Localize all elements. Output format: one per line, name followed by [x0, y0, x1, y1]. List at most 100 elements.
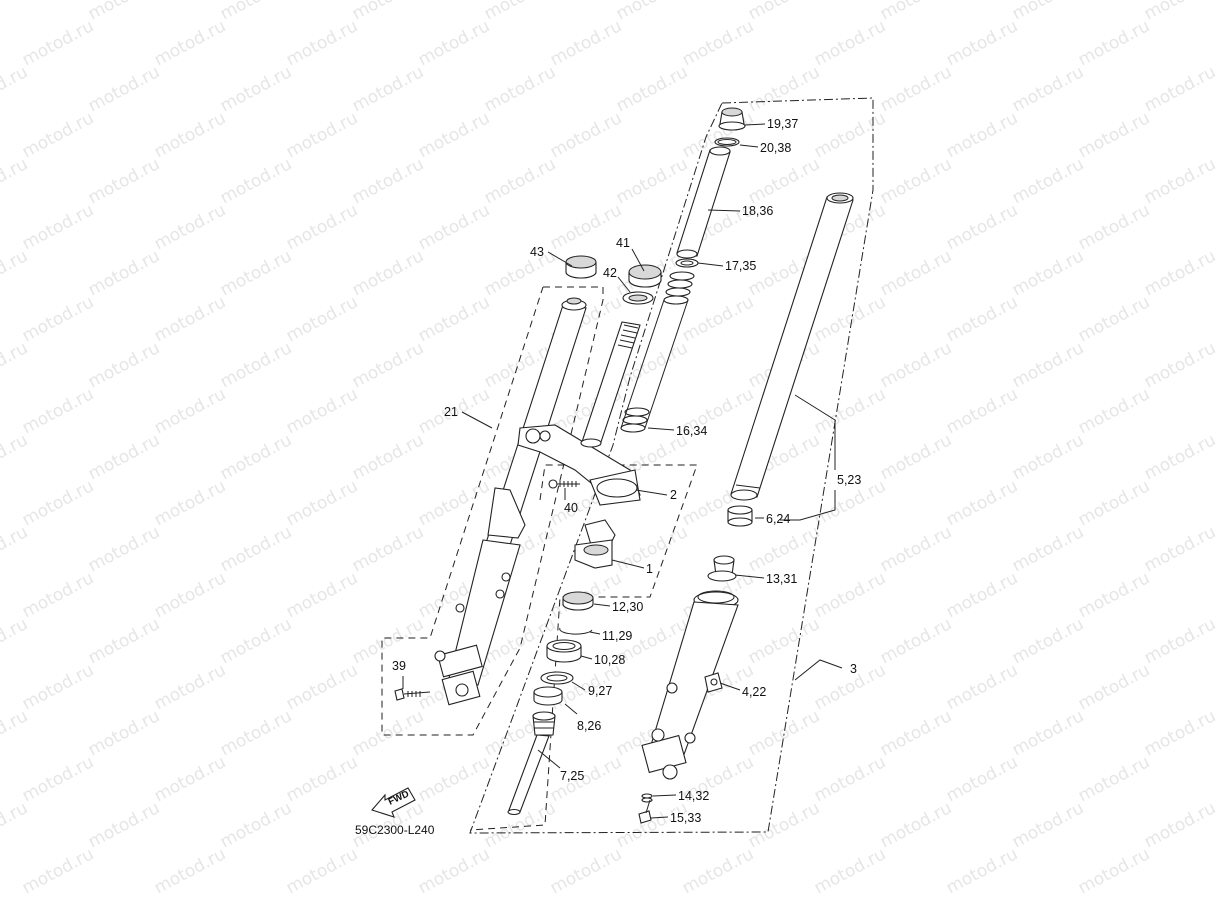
- label-4-22: 4,22: [742, 685, 766, 699]
- label-6-24: 6,24: [766, 512, 790, 526]
- watermark-text: motod.ru: [151, 108, 229, 162]
- watermark-text: motod.ru: [1009, 62, 1087, 116]
- watermark-text: motod.ru: [943, 752, 1021, 806]
- watermark-text: motod.ru: [1141, 246, 1217, 300]
- label-11-29: 11,29: [602, 629, 632, 643]
- watermark-text: motod.ru: [1075, 568, 1153, 622]
- watermark-text: motod.ru: [811, 108, 889, 162]
- watermark-text: motod.ru: [349, 154, 427, 208]
- watermark-text: motod.ru: [1141, 522, 1217, 576]
- watermark-text: motod.ru: [19, 752, 97, 806]
- watermark-text: motod.ru: [349, 338, 427, 392]
- watermark-text: motod.ru: [877, 798, 955, 852]
- watermark-text: motod.ru: [283, 844, 361, 898]
- watermark-text: motod.ru: [877, 154, 955, 208]
- watermark-text: motod.ru: [283, 292, 361, 346]
- bolt-39: [394, 688, 431, 701]
- label-7-25: 7,25: [560, 769, 584, 783]
- watermark-text: motod.ru: [283, 476, 361, 530]
- label-12-30: 12,30: [612, 600, 643, 614]
- oil-seal-10-28: [546, 639, 582, 663]
- watermark-text: motod.ru: [151, 844, 229, 898]
- watermark-text: motod.ru: [1009, 246, 1087, 300]
- bolt-40: [548, 479, 580, 489]
- watermark-text: motod.ru: [547, 108, 625, 162]
- watermark-text: motod.ru: [0, 614, 31, 668]
- watermark-text: motod.ru: [85, 798, 163, 852]
- watermark-text: motod.ru: [283, 568, 361, 622]
- watermark-text: motod.ru: [19, 660, 97, 714]
- watermark-text: motod.ru: [349, 0, 427, 24]
- watermark-text: motod.ru: [0, 338, 31, 392]
- watermark-text: motod.ru: [217, 706, 295, 760]
- watermark-text: motod.ru: [943, 292, 1021, 346]
- watermark-text: motod.ru: [151, 16, 229, 70]
- watermark-text: motod.ru: [151, 660, 229, 714]
- dust-seal-12-30: [562, 591, 594, 611]
- watermark-text: motod.ru: [349, 706, 427, 760]
- watermark-text: motod.ru: [943, 844, 1021, 898]
- watermark-text: motod.ru: [613, 62, 691, 116]
- damper-rod-7-25: [507, 711, 556, 816]
- watermark-text: motod.ru: [151, 200, 229, 254]
- watermark-text: motod.ru: [811, 844, 889, 898]
- watermark-text: motod.ru: [811, 292, 889, 346]
- watermark-text: motod.ru: [877, 614, 955, 668]
- label-8-26: 8,26: [577, 719, 601, 733]
- watermark-text: motod.ru: [415, 476, 493, 530]
- watermark-text: motod.ru: [85, 430, 163, 484]
- group-3-frame: [469, 97, 874, 834]
- watermark-text: motod.ru: [745, 0, 823, 24]
- watermark-text: motod.ru: [0, 62, 31, 116]
- watermark-text: motod.ru: [877, 706, 955, 760]
- watermark-text: motod.ru: [679, 844, 757, 898]
- watermark-text: motod.ru: [877, 522, 955, 576]
- watermark-text: motod.ru: [547, 752, 625, 806]
- watermark-text: motod.ru: [1075, 476, 1153, 530]
- watermark-text: motod.ru: [877, 430, 955, 484]
- watermark-text: motod.ru: [1141, 154, 1217, 208]
- label-39: 39: [392, 659, 406, 673]
- watermark-text: motod.ru: [19, 844, 97, 898]
- bracket-2: [517, 424, 641, 506]
- o-ring-20-38: [714, 137, 740, 147]
- watermark-text: motod.ru: [745, 706, 823, 760]
- watermark-text: motod.ru: [349, 246, 427, 300]
- watermark-text: motod.ru: [877, 338, 955, 392]
- watermark-text: motod.ru: [415, 292, 493, 346]
- watermark-text: motod.ru: [217, 430, 295, 484]
- inner-tube-5-23: [730, 192, 854, 501]
- label-17-35: 17,35: [725, 259, 756, 273]
- watermark-text: motod.ru: [85, 706, 163, 760]
- watermark-text: motod.ru: [745, 614, 823, 668]
- watermark-text: motod.ru: [0, 430, 31, 484]
- watermark-text: motod.ru: [1009, 706, 1087, 760]
- watermark-text: motod.ru: [217, 522, 295, 576]
- watermark-text: motod.ru: [1141, 798, 1217, 852]
- watermark-text: motod.ru: [151, 476, 229, 530]
- watermark-text: motod.ru: [1075, 200, 1153, 254]
- watermark-text: motod.ru: [0, 798, 31, 852]
- label-16-34: 16,34: [676, 424, 707, 438]
- watermark-text: motod.ru: [151, 292, 229, 346]
- watermark-text: motod.ru: [481, 154, 559, 208]
- watermark-text: motod.ru: [217, 614, 295, 668]
- oil-lock-13-31: [707, 555, 737, 582]
- steering-stem: [580, 321, 641, 448]
- watermark-text: motod.ru: [415, 752, 493, 806]
- watermark-text: motod.ru: [811, 568, 889, 622]
- leader-lines: [402, 123, 843, 819]
- watermark-text: motod.ru: [1009, 154, 1087, 208]
- watermark-text: motod.ru: [1075, 752, 1153, 806]
- watermark-text: motod.ru: [547, 200, 625, 254]
- watermark-text: motod.ru: [217, 62, 295, 116]
- watermark-text: motod.ru: [547, 660, 625, 714]
- cap-43: [565, 255, 597, 279]
- washer-14-32: [641, 793, 653, 803]
- cap-bolt-19-37: [718, 107, 746, 131]
- watermark-text: motod.ru: [1075, 384, 1153, 438]
- watermark-text: motod.ru: [745, 798, 823, 852]
- part-labels: 19,37 20,38 18,36 17,35 41 42 43 21 16,3…: [355, 117, 861, 837]
- label-2: 2: [670, 488, 677, 502]
